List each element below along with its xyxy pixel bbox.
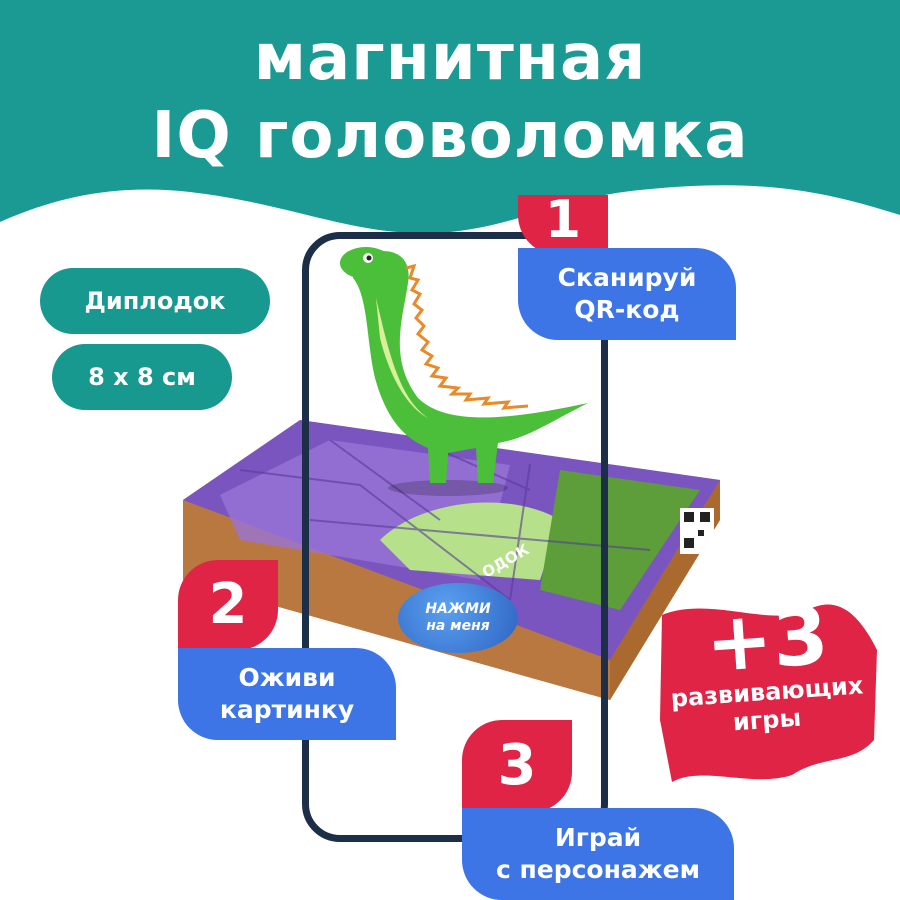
press-me-button[interactable]: НАЖМИ на меня <box>398 583 518 653</box>
dinosaur-figure <box>340 247 588 496</box>
step3-box: Играй с персонажем <box>462 808 734 900</box>
step2-number: 2 <box>208 572 248 637</box>
phone-frame <box>302 232 608 842</box>
step2-text-line1: Оживи <box>238 663 336 692</box>
step1-number: 1 <box>544 190 582 250</box>
character-name-tag: Диплодок <box>40 268 270 334</box>
step3-text-line2: с персонажем <box>495 855 701 884</box>
page-title-line1: магнитная <box>253 21 647 95</box>
step1-number-badge: 1 <box>518 194 608 255</box>
bonus-badge <box>660 604 877 782</box>
size-tag: 8 x 8 см <box>52 344 232 410</box>
step2-box: Оживи картинку <box>178 648 396 740</box>
step3-text-line1: Играй <box>554 823 642 852</box>
step1-box: Сканируй QR-код <box>518 248 736 340</box>
step1-text-line1: Сканируй <box>557 263 697 292</box>
page-title-line2: IQ головоломка <box>151 99 749 173</box>
step3-number-badge: 3 <box>462 720 572 812</box>
step2-text-line2: картинку <box>219 695 355 724</box>
step2-number-badge: 2 <box>178 560 278 650</box>
step1-text-line2: QR-код <box>574 295 680 324</box>
puzzle-illustration <box>183 420 720 700</box>
press-me-label-top: НАЖМИ <box>425 601 491 617</box>
size-label: 8 x 8 см <box>88 363 196 391</box>
character-name-label: Диплодок <box>84 287 226 315</box>
step3-number: 3 <box>497 733 537 798</box>
header-banner <box>0 0 900 234</box>
press-me-label-bottom: на меня <box>426 618 490 634</box>
